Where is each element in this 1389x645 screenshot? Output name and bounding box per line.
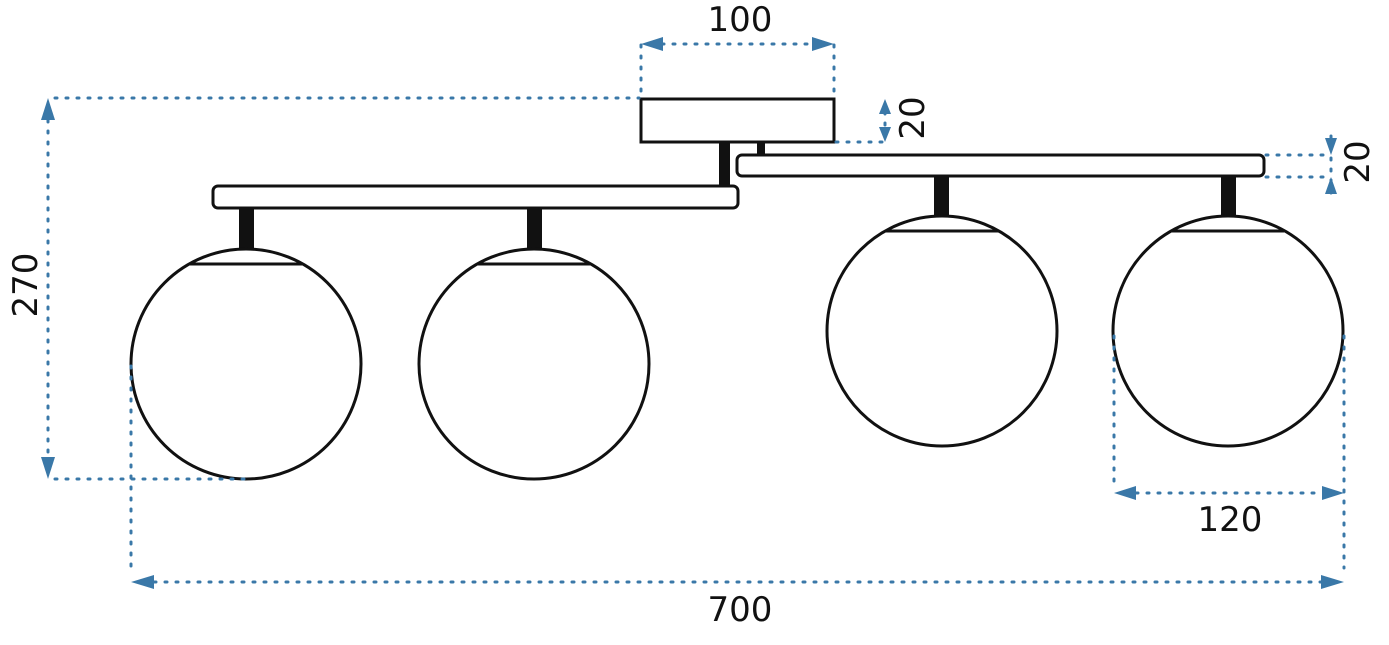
right-bar-connector [757,142,765,155]
globe-diameter-label: 120 [1198,500,1263,540]
dimension-bar-height: 20 [1264,134,1378,198]
globe-shade [417,247,651,481]
globe-shade [129,247,363,481]
canopy-width-label: 100 [708,0,773,40]
arrow-up-icon [879,99,891,114]
arrow-left-icon [641,37,663,51]
arrow-right-icon [812,37,834,51]
arrow-up-icon [1325,177,1337,194]
dimension-total-width: 700 [129,364,1344,630]
arrow-down-icon [879,127,891,142]
bar-height-label: 20 [1338,140,1378,183]
left-bar-connector [719,142,730,188]
total-height-label: 270 [6,253,46,318]
left-mounting-bar [211,184,740,210]
ceiling-canopy [639,97,836,144]
dimension-canopy-height: 20 [834,96,933,144]
globe-shade [1111,214,1345,448]
arrow-right-icon [1321,575,1344,589]
total-width-label: 700 [708,590,773,630]
arrow-right-icon [1322,486,1344,500]
dimension-canopy-width: 100 [639,0,836,99]
dimension-total-height: 270 [6,96,641,481]
globe-lamp-3 [825,176,1059,448]
globe-lamp-4 [1111,176,1345,448]
arrow-down-icon [41,457,55,479]
arrow-up-icon [41,98,55,120]
globe-shade [825,214,1059,448]
lamp-fixture [129,97,1345,481]
dimension-globe-diameter: 120 [1112,334,1346,570]
globe-lamp-1 [129,208,363,481]
arrow-down-icon [1325,138,1337,155]
arrow-left-icon [1114,486,1136,500]
globe-lamp-2 [417,208,651,481]
canopy-height-label: 20 [893,96,933,139]
right-mounting-bar [735,153,1266,178]
arrow-left-icon [131,575,154,589]
